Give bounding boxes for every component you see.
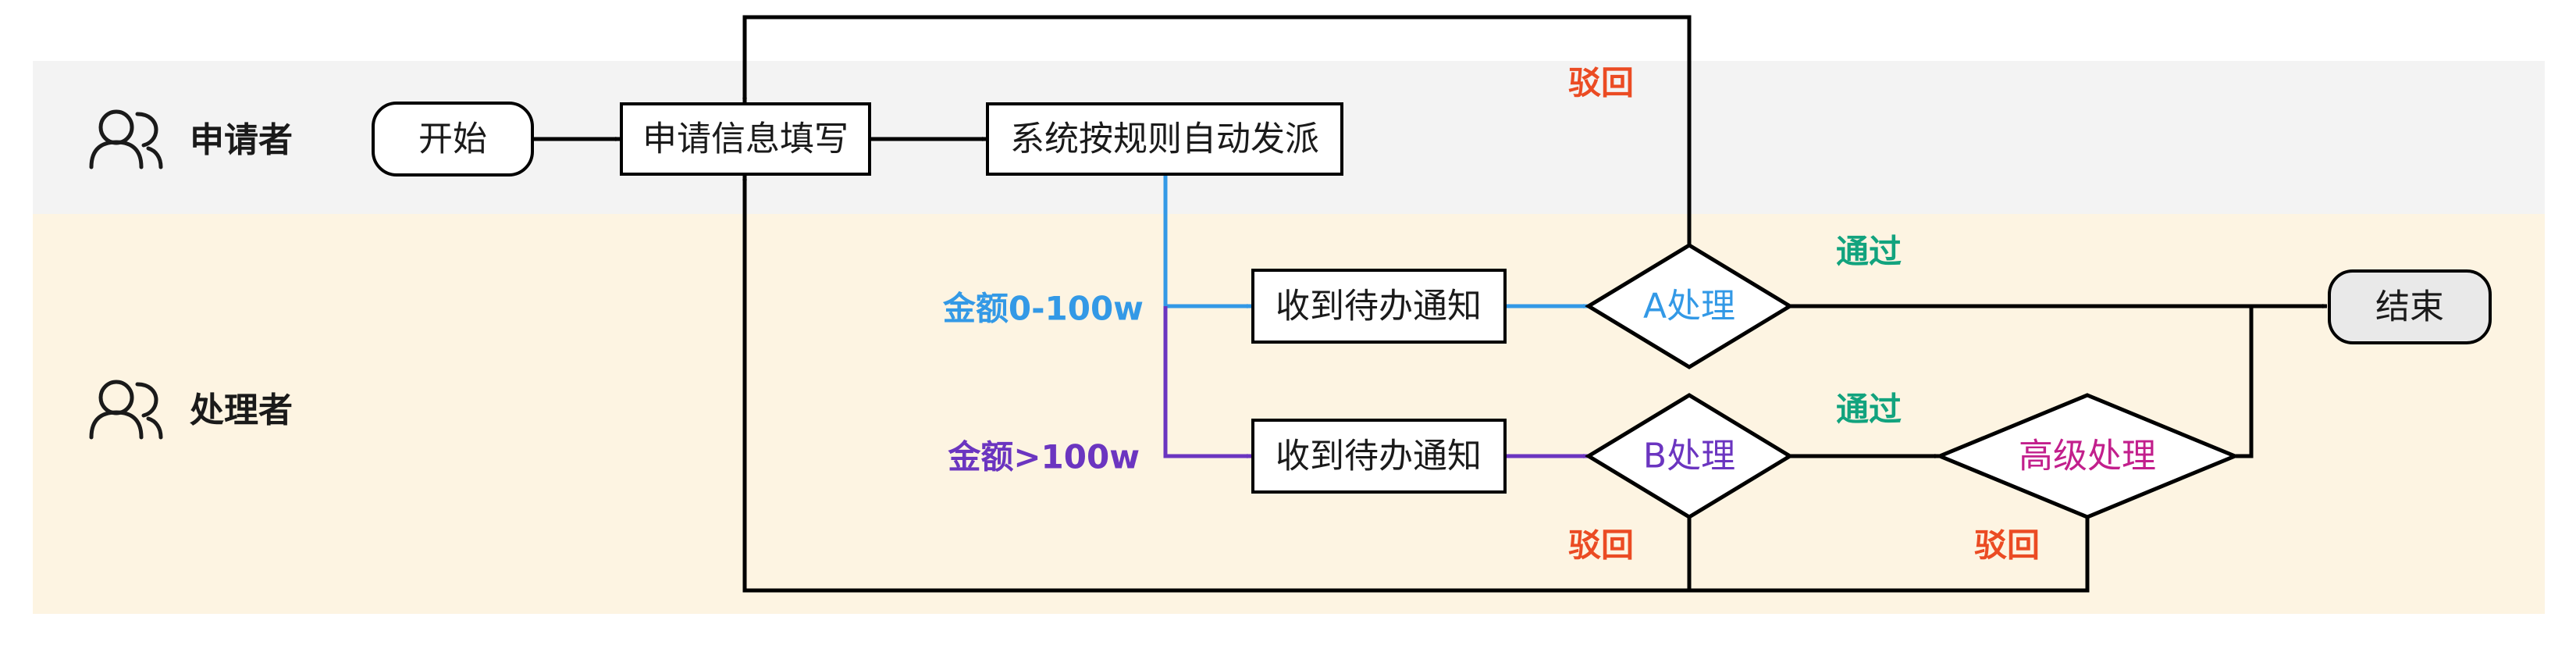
- proc-b-decision-label: B处理: [1643, 437, 1735, 476]
- proc-a-decision-label: A处理: [1643, 287, 1735, 326]
- edge-label-reject-senior: 驳回: [1974, 526, 2040, 565]
- start-node-label: 开始: [418, 119, 487, 159]
- condition-amount-high: 金额>100w: [947, 438, 1140, 476]
- edge-senior-reject-loop: [742, 175, 2090, 593]
- todo-a-node-label: 收到待办通知: [1276, 287, 1482, 326]
- applicant-user-icon: [89, 109, 163, 169]
- edge-label-reject-b: 驳回: [1568, 526, 1634, 565]
- start-node: [372, 102, 534, 177]
- edge-senior-to-end: [2236, 306, 2254, 458]
- todo-b-node: [1251, 419, 1507, 494]
- edge-label-pass-b: 通过: [1836, 390, 1902, 429]
- edge-label-pass-a: 通过: [1836, 233, 1902, 271]
- condition-amount-low: 金额0-100w: [942, 290, 1144, 328]
- todo-b-node-label: 收到待办通知: [1276, 437, 1482, 476]
- edge-label-reject-top: 驳回: [1568, 64, 1634, 102]
- proc-senior-decision-label: 高级处理: [2019, 437, 2156, 476]
- lane-label-handler: 处理者: [190, 390, 293, 430]
- lane-label-applicant: 申请者: [190, 120, 293, 160]
- end-node-label: 结束: [2375, 287, 2444, 327]
- proc-b-decision: [1585, 393, 1794, 519]
- edge-dispatch-to-todo-b: [1163, 306, 1252, 458]
- edge-proc-a-reject-loop: [742, 15, 1692, 245]
- end-node: [2328, 269, 2492, 344]
- proc-a-decision: [1585, 243, 1794, 369]
- fill-info-node-label: 申请信息填写: [642, 119, 849, 159]
- auto-dispatch-node-label: 系统按规则自动发派: [1010, 119, 1319, 159]
- fill-info-node: [620, 102, 871, 176]
- todo-a-node: [1251, 269, 1507, 344]
- proc-senior-decision: [1934, 393, 2240, 519]
- auto-dispatch-node: [986, 102, 1343, 176]
- handler-user-icon: [89, 380, 163, 440]
